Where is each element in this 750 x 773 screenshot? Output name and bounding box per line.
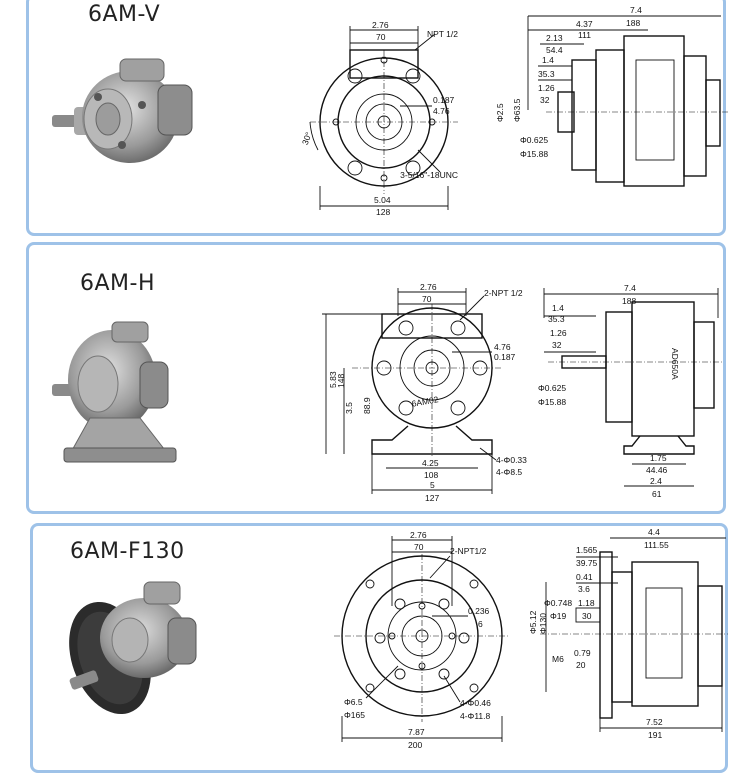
dim-d2-in: 0.41 bbox=[576, 572, 593, 582]
dim-shaft-in: Φ0.625 bbox=[520, 135, 548, 145]
dim-d1-mm: 111 bbox=[578, 30, 591, 40]
dim-overall-mm: 188 bbox=[626, 18, 640, 28]
dim-d1-in: 4.37 bbox=[576, 19, 593, 29]
dim-f2-in: 2.4 bbox=[650, 476, 662, 486]
dim-side-in: 0.236 bbox=[468, 606, 490, 616]
dim-overall-mm: 188 bbox=[622, 296, 636, 306]
dim-dia-in: Φ2.5 bbox=[495, 103, 505, 122]
npt-label: 2-NPT1/2 bbox=[450, 546, 487, 556]
dim-overall-in: 7.4 bbox=[630, 5, 642, 15]
dim-base-in: 5 bbox=[430, 480, 435, 490]
dim-height-mm: 148 bbox=[336, 374, 346, 388]
dim-d1-mm: 35.3 bbox=[548, 314, 565, 324]
dim-dia-in: Φ5.12 bbox=[528, 610, 538, 634]
dim-foot-in: 4.25 bbox=[422, 458, 439, 468]
dim-side-mm: 6 bbox=[478, 619, 483, 629]
dim-overall-in: 4.4 bbox=[648, 527, 660, 537]
dim-len-mm: 30 bbox=[582, 611, 592, 621]
dim-bottom-in: 5.04 bbox=[374, 195, 391, 205]
side-drawing-6am-v: 7.4 188 4.37 111 2.13 54.4 1.4 35.3 1.26… bbox=[495, 5, 728, 187]
dim-hole-mm: 4-Φ8.5 bbox=[496, 467, 522, 477]
dim-top-in: 2.76 bbox=[372, 20, 389, 30]
dim-d4-in: 1.26 bbox=[538, 83, 555, 93]
dim-pcd-mm: Φ165 bbox=[344, 710, 365, 720]
dim-height-in: 5.83 bbox=[328, 371, 338, 388]
model-title-6am-v: 6AM-V bbox=[88, 2, 161, 27]
dim-d1-mm: 39.75 bbox=[576, 558, 598, 568]
dim-shaft-mm: Φ15.88 bbox=[520, 149, 548, 159]
dim-top-mm: 70 bbox=[422, 294, 432, 304]
dim-bottom-mm: 191 bbox=[648, 730, 662, 740]
bolt-label: 3-5/16"-18UNC bbox=[400, 170, 458, 180]
dim-d2-in: 1.26 bbox=[550, 328, 567, 338]
npt-label: NPT 1/2 bbox=[427, 29, 458, 39]
dim-t-in: 0.79 bbox=[574, 648, 591, 658]
dim-shaft-in: Φ0.748 bbox=[544, 598, 572, 608]
dim-top-mm: 70 bbox=[414, 542, 424, 552]
dim-bottom-in: 7.52 bbox=[646, 717, 663, 727]
dim-f1-in: 1.75 bbox=[650, 453, 667, 463]
dim-hole-mm: 4-Φ11.8 bbox=[460, 711, 491, 721]
dim-center-in: 3.5 bbox=[344, 402, 354, 414]
dim-d1-in: 1.565 bbox=[576, 545, 598, 555]
front-drawing-6am-f130: 2.76 70 2-NPT1/2 0.236 6 Φ6.5 Φ165 4-Φ0.… bbox=[334, 530, 508, 750]
dim-angle: 30° bbox=[300, 131, 314, 147]
dim-d2-mm: 3.6 bbox=[578, 584, 590, 594]
dim-pcd-in: Φ6.5 bbox=[344, 697, 363, 707]
dim-center-mm: 88.9 bbox=[362, 397, 372, 414]
dim-side-in: 0.187 bbox=[433, 95, 455, 105]
dim-foot-mm: 108 bbox=[424, 470, 438, 480]
dim-side-in: 4.76 bbox=[494, 342, 511, 352]
dim-d1-in: 1.4 bbox=[552, 303, 564, 313]
dim-t-mm: 20 bbox=[576, 660, 586, 670]
dim-bottom-mm: 200 bbox=[408, 740, 422, 750]
casting-text: AD650A bbox=[670, 348, 680, 380]
casting-label: 6AM02 bbox=[411, 394, 440, 409]
dim-f1-mm: 44.46 bbox=[646, 465, 668, 475]
dim-d3-in: 1.4 bbox=[542, 55, 554, 65]
dim-overall-mm: 111.55 bbox=[644, 540, 669, 550]
dim-f2-mm: 61 bbox=[652, 489, 662, 499]
model-title-6am-h: 6AM-H bbox=[80, 271, 156, 296]
dim-hole-in: 4-Φ0.46 bbox=[460, 698, 491, 708]
motor-photo-6am-v bbox=[52, 58, 193, 163]
front-drawing-6am-h: 2.76 70 2-NPT 1/2 4.76 0.187 5.83 148 3.… bbox=[322, 282, 527, 503]
dim-dia-mm: Φ130 bbox=[538, 613, 548, 634]
dim-shaft-mm: Φ19 bbox=[550, 611, 567, 621]
model-title-6am-f130: 6AM-F130 bbox=[70, 539, 185, 564]
npt-label: 2-NPT 1/2 bbox=[484, 288, 523, 298]
dim-side-mm: 0.187 bbox=[494, 352, 516, 362]
dim-d2-mm: 32 bbox=[552, 340, 562, 350]
front-drawing-6am-v: 2.76 70 NPT 1/2 0.187 4.76 30° 3-5/16"-1… bbox=[300, 20, 458, 217]
dim-d2-in: 2.13 bbox=[546, 33, 563, 43]
motor-photo-6am-h bbox=[52, 321, 177, 463]
dim-d3-mm: 35.3 bbox=[538, 69, 555, 79]
dim-top-mm: 70 bbox=[376, 32, 386, 42]
dim-base-mm: 127 bbox=[425, 493, 439, 503]
dim-dia-mm: Φ63.5 bbox=[512, 98, 522, 122]
side-drawing-6am-h: 7.4 188 1.4 35.3 1.26 32 AD650A Φ0.625 Φ… bbox=[538, 283, 722, 499]
dim-bottom-in: 7.87 bbox=[408, 727, 425, 737]
dim-top-in: 2.76 bbox=[420, 282, 437, 292]
dim-len-in: 1.18 bbox=[578, 598, 595, 608]
dim-top-in: 2.76 bbox=[410, 530, 427, 540]
dim-hole-in: 4-Φ0.33 bbox=[496, 455, 527, 465]
motor-photo-6am-f130 bbox=[69, 581, 197, 715]
dim-shaft-in: Φ0.625 bbox=[538, 383, 566, 393]
dim-overall-in: 7.4 bbox=[624, 283, 636, 293]
dim-side-mm: 4.76 bbox=[433, 106, 450, 116]
dim-bottom-mm: 128 bbox=[376, 207, 390, 217]
thread-label: M6 bbox=[552, 654, 564, 664]
dim-shaft-mm: Φ15.88 bbox=[538, 397, 566, 407]
dim-d2-mm: 54.4 bbox=[546, 45, 563, 55]
side-drawing-6am-f130: 4.4 111.55 1.565 39.75 0.41 3.6 Φ0.748 1… bbox=[528, 527, 728, 740]
dim-d4-mm: 32 bbox=[540, 95, 550, 105]
